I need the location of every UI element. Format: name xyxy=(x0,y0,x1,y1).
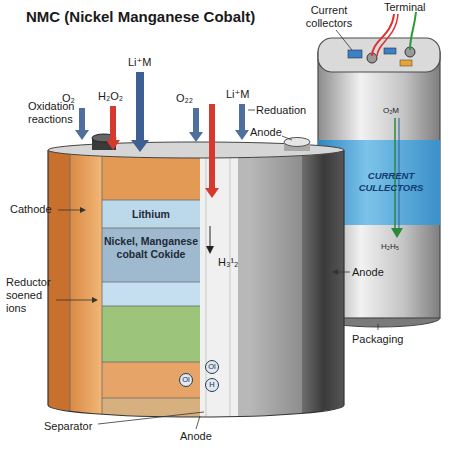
terminal-cap xyxy=(284,138,310,147)
ion-circle: Ol xyxy=(179,373,193,387)
cathode-band xyxy=(102,200,200,228)
cell-top xyxy=(318,38,440,72)
collector-band: CURRENT CULLECTORS xyxy=(346,150,440,215)
collector-tab xyxy=(384,48,396,54)
node-text: CURRENT CULLECTORS xyxy=(356,170,426,194)
part-label: Li⁺M xyxy=(128,56,152,69)
leader-line xyxy=(98,412,204,424)
leader-line xyxy=(336,272,350,273)
ion-circle: H xyxy=(205,378,219,392)
part-label: H₂H₅ xyxy=(381,240,399,253)
cathode-band xyxy=(102,362,200,398)
part-label: Anode xyxy=(352,266,384,279)
part-label: Separator xyxy=(44,420,92,433)
arrow-head xyxy=(80,207,86,213)
part-label: Cathode xyxy=(10,203,52,216)
node-text: Ol xyxy=(206,361,218,373)
cathode-shell xyxy=(48,140,70,430)
arrow-head xyxy=(206,246,214,254)
leader-line xyxy=(196,416,200,429)
part-label: Terminal xyxy=(384,1,426,14)
leader-line xyxy=(336,30,352,50)
band-divider xyxy=(70,140,200,430)
part-label: Anode xyxy=(250,126,282,139)
part-label: Oxidation reactions xyxy=(28,100,92,126)
ion-arrow xyxy=(205,104,219,198)
flow-line xyxy=(210,226,211,248)
cathode-band xyxy=(102,282,200,306)
leader-line xyxy=(282,136,292,140)
leader-line xyxy=(248,110,255,111)
ion-arrow xyxy=(189,108,203,142)
cylinder-outline xyxy=(48,150,344,417)
ion-arrow xyxy=(235,104,249,140)
cathode-layer xyxy=(70,140,102,430)
anode-shell xyxy=(302,140,345,430)
arrow-head xyxy=(391,228,403,238)
cathode-band xyxy=(102,228,200,282)
node-text: Nickel, Manganese cobalt Cokide xyxy=(102,235,200,261)
ion-circle: Ol xyxy=(205,360,219,374)
arrow-head xyxy=(92,297,98,303)
cylinder-cutaway xyxy=(48,140,345,430)
collector-tab xyxy=(348,50,362,58)
part-label: Current collectors xyxy=(298,4,360,30)
node-text: H xyxy=(206,379,218,391)
anode-layer xyxy=(248,140,302,430)
part-label: Li⁺M xyxy=(226,88,250,101)
anode-layer xyxy=(238,140,248,430)
diagram-title: NMC (Nickel Manganese Cobalt) xyxy=(26,8,255,25)
part-label: H₂O₂ xyxy=(98,90,123,103)
terminal-wire xyxy=(377,14,398,56)
node-text: Lithium xyxy=(102,208,200,221)
ion-arrow xyxy=(75,108,89,140)
part-label: Reduation xyxy=(256,104,306,117)
leader-line xyxy=(58,210,80,211)
part-label: O₂M xyxy=(383,104,399,117)
part-label: Reductor soened ions xyxy=(6,276,60,315)
collector-tab xyxy=(400,60,412,66)
terminal-wire xyxy=(410,12,416,50)
part-label: H₃¹₂ xyxy=(218,256,238,269)
part-label: O₂ xyxy=(62,92,75,105)
cathode-band xyxy=(102,306,200,362)
leader-line xyxy=(378,324,379,330)
material-block: LithiumNickel, Manganese cobalt Cokide xyxy=(102,204,200,304)
node-text: Ol xyxy=(180,374,192,386)
part-label: Packaging xyxy=(352,333,403,346)
separator-layer xyxy=(200,140,238,430)
arrow-head xyxy=(332,269,338,275)
part-label: O₂₂ xyxy=(176,92,193,105)
leader-line xyxy=(56,300,92,301)
ion-arrow xyxy=(106,106,120,150)
ion-arrow xyxy=(131,72,149,152)
part-label: Anode xyxy=(180,430,212,443)
